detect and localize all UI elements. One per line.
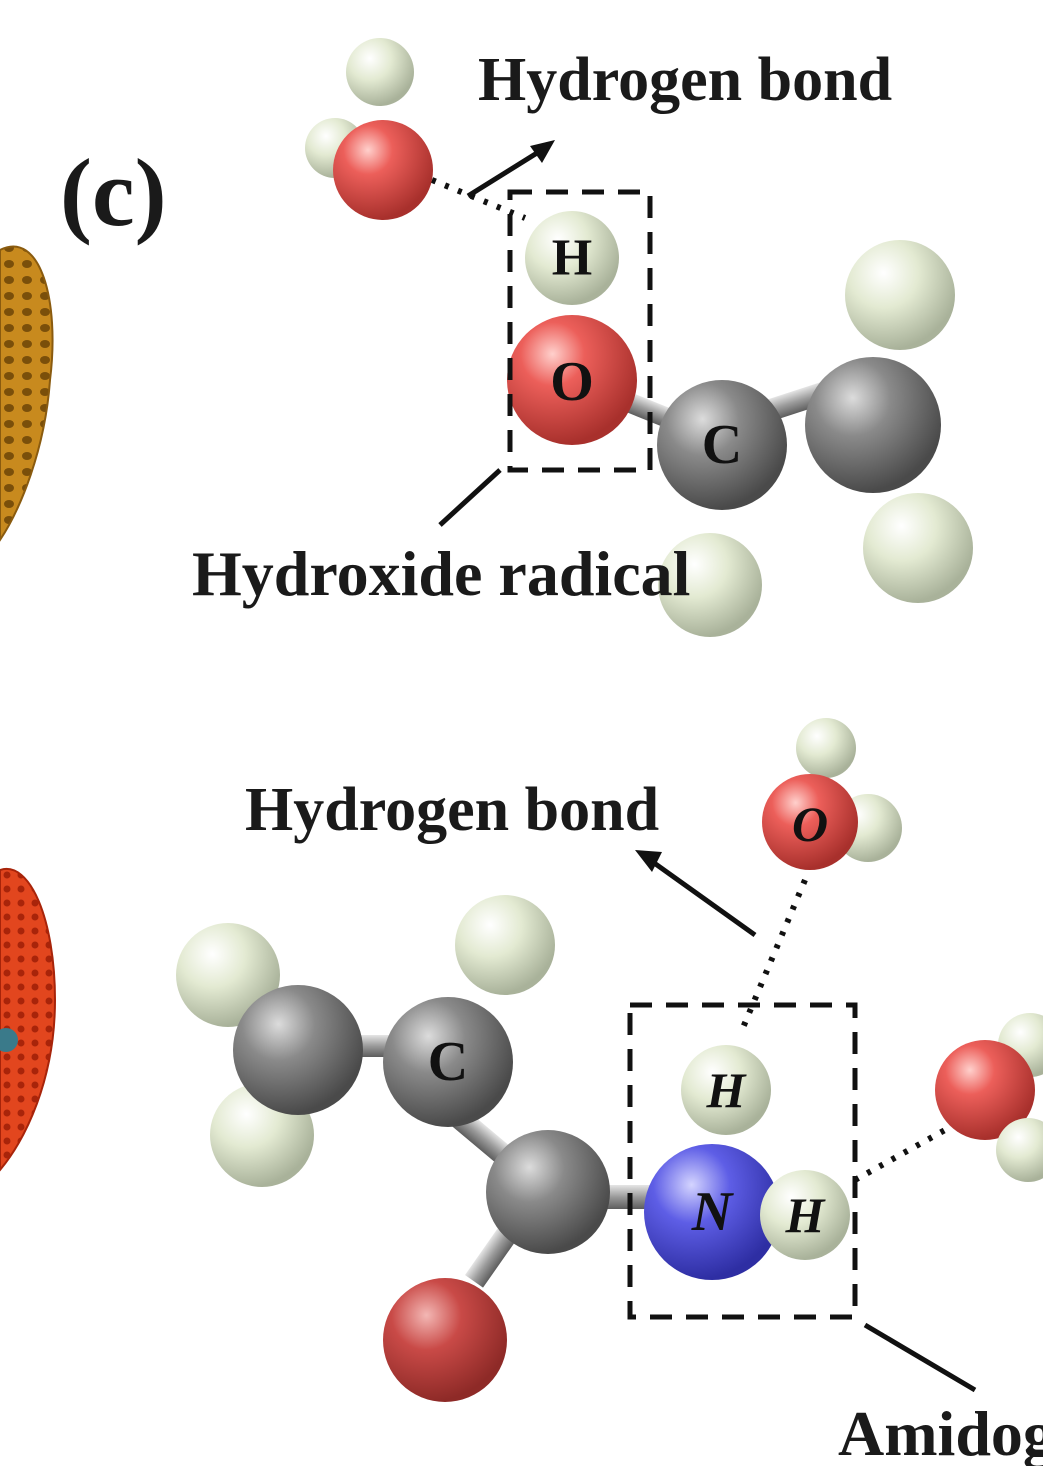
oxygen-label: O xyxy=(550,351,594,413)
carbon-atom xyxy=(486,1130,610,1254)
hydrogen-atom xyxy=(760,1170,850,1260)
carbon-atom xyxy=(805,357,941,493)
bottom-hbond-dots-2 xyxy=(853,1127,947,1183)
hydroxide-highlight-box xyxy=(507,189,653,473)
water-oxygen-label: O xyxy=(792,796,828,852)
top-hbond-dots xyxy=(430,177,527,221)
hydrogen-atom xyxy=(845,240,955,350)
water-h-atom xyxy=(796,718,856,778)
hydrogen-atom xyxy=(176,923,280,1027)
nitrogen-atom xyxy=(644,1144,780,1280)
hydrogen-atom xyxy=(525,211,619,305)
carbon-atom xyxy=(233,985,363,1115)
top-hbond-arrowhead xyxy=(530,140,555,163)
carbon-atom xyxy=(657,380,787,510)
bottom-hbond-arrow xyxy=(648,857,757,938)
hydroxide-label: Hydroxide radical xyxy=(192,538,690,609)
red-surface-fragment xyxy=(0,867,57,1172)
water-o-atom xyxy=(935,1040,1035,1140)
water-o-atom xyxy=(333,120,433,220)
hydrogen-atom xyxy=(658,533,762,637)
top-hbond-arrow xyxy=(466,145,547,199)
amidogen-leader-line xyxy=(863,1322,977,1393)
hydrogen-atom xyxy=(681,1045,771,1135)
oxygen-atom xyxy=(383,1278,507,1402)
carbon-label: C xyxy=(428,1031,468,1093)
amidogen-highlight-box xyxy=(627,1002,858,1320)
hydrogen-atom xyxy=(455,895,555,995)
hydrogen-label: H xyxy=(552,230,592,287)
water-h-atom xyxy=(346,38,414,106)
carbon-atom xyxy=(383,997,513,1127)
panel-label: (c) xyxy=(60,139,167,246)
bottom-hbond-label: Hydrogen bond xyxy=(245,776,659,844)
oxygen-atom xyxy=(507,315,637,445)
hydroxide-leader-line xyxy=(438,468,502,527)
surface-atom xyxy=(0,1028,18,1052)
water-h-atom xyxy=(996,1118,1043,1182)
hydrogen-atom xyxy=(863,493,973,603)
bottom-hbond-arrowhead xyxy=(635,850,662,872)
top-hbond-label: Hydrogen bond xyxy=(478,46,892,114)
carbon-label: C xyxy=(702,414,742,476)
water-o-atom xyxy=(762,774,858,870)
hydrogen-label: H xyxy=(785,1187,827,1243)
nitrogen-label: N xyxy=(691,1181,735,1243)
orange-surface-fragment xyxy=(0,245,54,542)
hydrogen-label: H xyxy=(706,1062,748,1118)
amidogen-label: Amidoge xyxy=(838,1398,1043,1466)
